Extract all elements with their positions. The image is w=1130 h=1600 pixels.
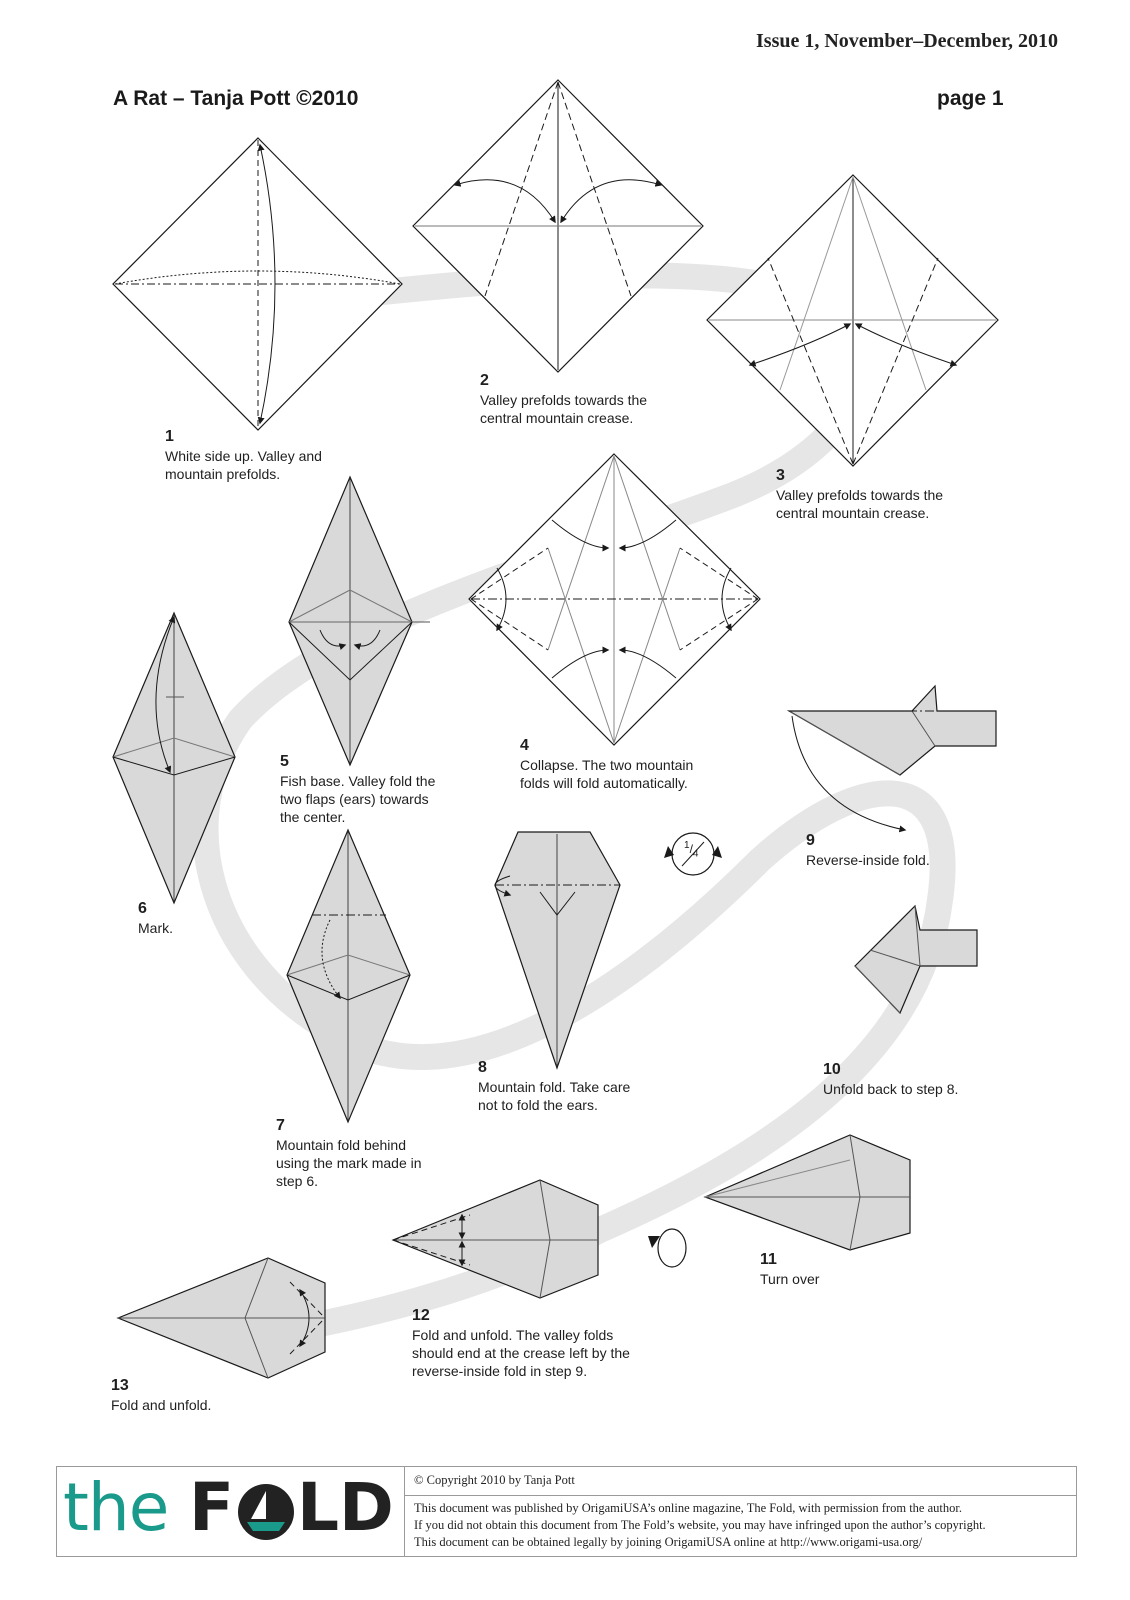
step-6-caption: 6 Mark.: [138, 900, 173, 937]
step-10-diagram: [854, 904, 978, 1015]
footer-copyright: © Copyright 2010 by Tanja Pott: [414, 1473, 575, 1487]
step-13-diagram: [116, 1257, 326, 1379]
step-10-caption: 10 Unfold back to step 8.: [823, 1061, 958, 1098]
rotate-denominator: 4: [692, 848, 699, 860]
rotate-quarter-icon: [664, 832, 722, 876]
step-number: 7: [276, 1117, 285, 1134]
step-7-diagram: [286, 828, 411, 1124]
logo-the: the: [63, 1469, 169, 1546]
step-11-caption: 11 Turn over: [760, 1251, 819, 1288]
step-5-diagram: [288, 475, 430, 767]
step-number: 4: [520, 737, 529, 754]
step-12-diagram: [391, 1179, 599, 1299]
page-title: A Rat – Tanja Pott ©2010: [113, 87, 359, 110]
step-8-diagram: [494, 831, 621, 1070]
step-description: Mountain fold behind using the mark made…: [276, 1137, 422, 1189]
step-11-diagram: [703, 1134, 911, 1251]
step-number: 12: [412, 1307, 430, 1324]
footer-notice-line: This document was published by OrigamiUS…: [414, 1501, 962, 1515]
step-number: 10: [823, 1061, 841, 1078]
step-description: Fold and unfold. The valley folds should…: [412, 1327, 630, 1379]
step-description: Collapse. The two mountain folds will fo…: [520, 757, 694, 791]
step-1-diagram: [112, 137, 403, 431]
step-description: Mark.: [138, 920, 173, 936]
step-number: 8: [478, 1059, 487, 1076]
step-2-caption: 2 Valley prefolds towards the central mo…: [480, 372, 647, 427]
step-13-caption: 13 Fold and unfold.: [111, 1377, 211, 1414]
step-2-diagram: [412, 79, 704, 373]
logo-ld: LD: [297, 1469, 394, 1546]
step-1-caption: 1 White side up. Valley and mountain pre…: [165, 428, 322, 483]
step-7-caption: 7 Mountain fold behind using the mark ma…: [276, 1117, 422, 1190]
rotate-fraction: 1/4: [684, 840, 699, 860]
step-4-diagram: [468, 453, 761, 746]
step-description: Turn over: [760, 1271, 820, 1287]
step-number: 6: [138, 900, 147, 917]
step-description: Fold and unfold.: [111, 1397, 212, 1413]
step-5-caption: 5 Fish base. Valley fold the two flaps (…: [280, 753, 435, 826]
footer-notice: This document was published by OrigamiUS…: [414, 1500, 1070, 1551]
the-fold-logo: the F LD: [57, 1467, 405, 1556]
step-number: 1: [165, 428, 174, 445]
step-6-diagram: [112, 611, 236, 905]
step-8-caption: 8 Mountain fold. Take care not to fold t…: [478, 1059, 630, 1114]
step-number: 3: [776, 467, 785, 484]
page-number: page 1: [937, 87, 1004, 110]
rotate-numerator: 1: [684, 840, 690, 851]
step-9-diagram: [786, 684, 997, 833]
footer-notice-line: This document can be obtained legally by…: [414, 1535, 923, 1549]
step-3-diagram: [706, 174, 999, 467]
step-description: Unfold back to step 8.: [823, 1081, 959, 1097]
step-description: Valley prefolds towards the central moun…: [776, 487, 944, 521]
step-number: 5: [280, 753, 289, 770]
step-description: Valley prefolds towards the central moun…: [480, 392, 648, 426]
logo-f: F: [189, 1469, 235, 1546]
footer: the F LD © Copyright 2010 by Tanja Pott …: [56, 1466, 1077, 1557]
step-12-caption: 12 Fold and unfold. The valley folds sho…: [412, 1307, 630, 1380]
step-3-caption: 3 Valley prefolds towards the central mo…: [776, 467, 943, 522]
footer-divider: [405, 1495, 1076, 1496]
step-number: 9: [806, 832, 815, 849]
step-number: 11: [760, 1251, 777, 1268]
turn-over-icon: [648, 1228, 687, 1268]
step-9-caption: 9 Reverse-inside fold.: [806, 832, 930, 869]
step-description: Mountain fold. Take care not to fold the…: [478, 1079, 631, 1113]
logo-o-boat-icon: [238, 1484, 294, 1540]
step-description: Fish base. Valley fold the two flaps (ea…: [280, 773, 436, 825]
issue-label: Issue 1, November–December, 2010: [756, 30, 1058, 52]
step-description: White side up. Valley and mountain prefo…: [165, 448, 322, 482]
step-number: 13: [111, 1377, 129, 1394]
footer-notice-line: If you did not obtain this document from…: [414, 1518, 986, 1532]
step-4-caption: 4 Collapse. The two mountain folds will …: [520, 737, 693, 792]
step-description: Reverse-inside fold.: [806, 852, 930, 868]
step-number: 2: [480, 372, 489, 389]
